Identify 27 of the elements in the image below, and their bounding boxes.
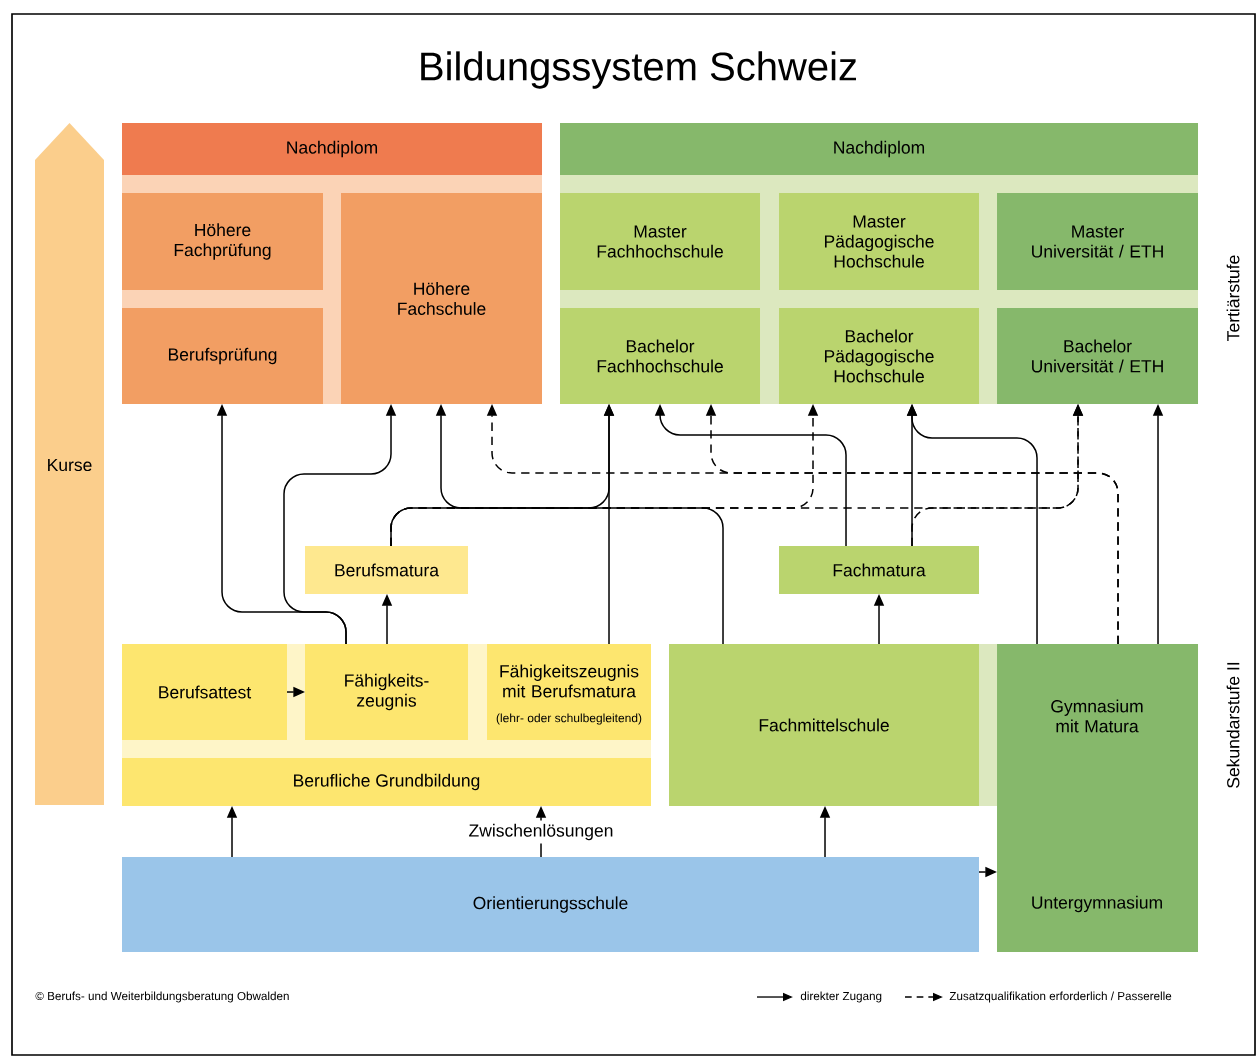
stage-box: Master Pädagogische Hochschule: [779, 193, 979, 290]
side-label: Sekundarstufe II: [1226, 662, 1240, 788]
stage-box: Berufliche Grundbildung: [122, 758, 651, 806]
stage-box: Höhere Fachprüfung: [122, 193, 323, 290]
qualification-box: Berufsmatura: [305, 546, 468, 594]
stage-box: Fachmittelschule: [669, 644, 979, 806]
stage-box: Master Universität / ETH: [997, 193, 1198, 290]
stage-box: Bachelor Pädagogische Hochschule: [779, 308, 979, 404]
stage-box: Bachelor Fachhochschule: [560, 308, 760, 404]
stage-box: Nachdiplom: [122, 123, 542, 175]
title: Bildungssystem Schweiz: [421, 51, 856, 89]
stage-box: Nachdiplom: [560, 123, 1198, 175]
stage-box: Orientierungsschule: [122, 857, 979, 952]
edge-label: Zwischenlösungen: [465, 820, 617, 844]
stage-box: Fähigkeits- zeugnis: [305, 644, 468, 740]
side-label: Tertiärstufe: [1226, 255, 1240, 341]
legend-text: direkter Zugang: [800, 991, 882, 1003]
stage-box: Berufsattest: [122, 644, 287, 740]
stage-box: Bachelor Universität / ETH: [997, 308, 1198, 404]
stage-box: Gymnasium mit Matura Untergymnasium: [997, 644, 1198, 952]
qualification-box: Fachmatura: [779, 546, 979, 594]
stage-box: Fähigkeitszeugnis mit Berufsmatura (lehr- oder schulbegleitend): [487, 644, 651, 740]
legend-text: Zusatzqualifikation erforderlich / Passerelle: [949, 991, 1172, 1003]
stage-box: Berufsprüfung: [122, 308, 323, 404]
stage-box: Höhere Fachschule: [341, 193, 542, 404]
copyright-note: © Berufs- und Weiterbildungsberatung Obwalden: [35, 991, 289, 1003]
stage-box: Master Fachhochschule: [560, 193, 760, 290]
